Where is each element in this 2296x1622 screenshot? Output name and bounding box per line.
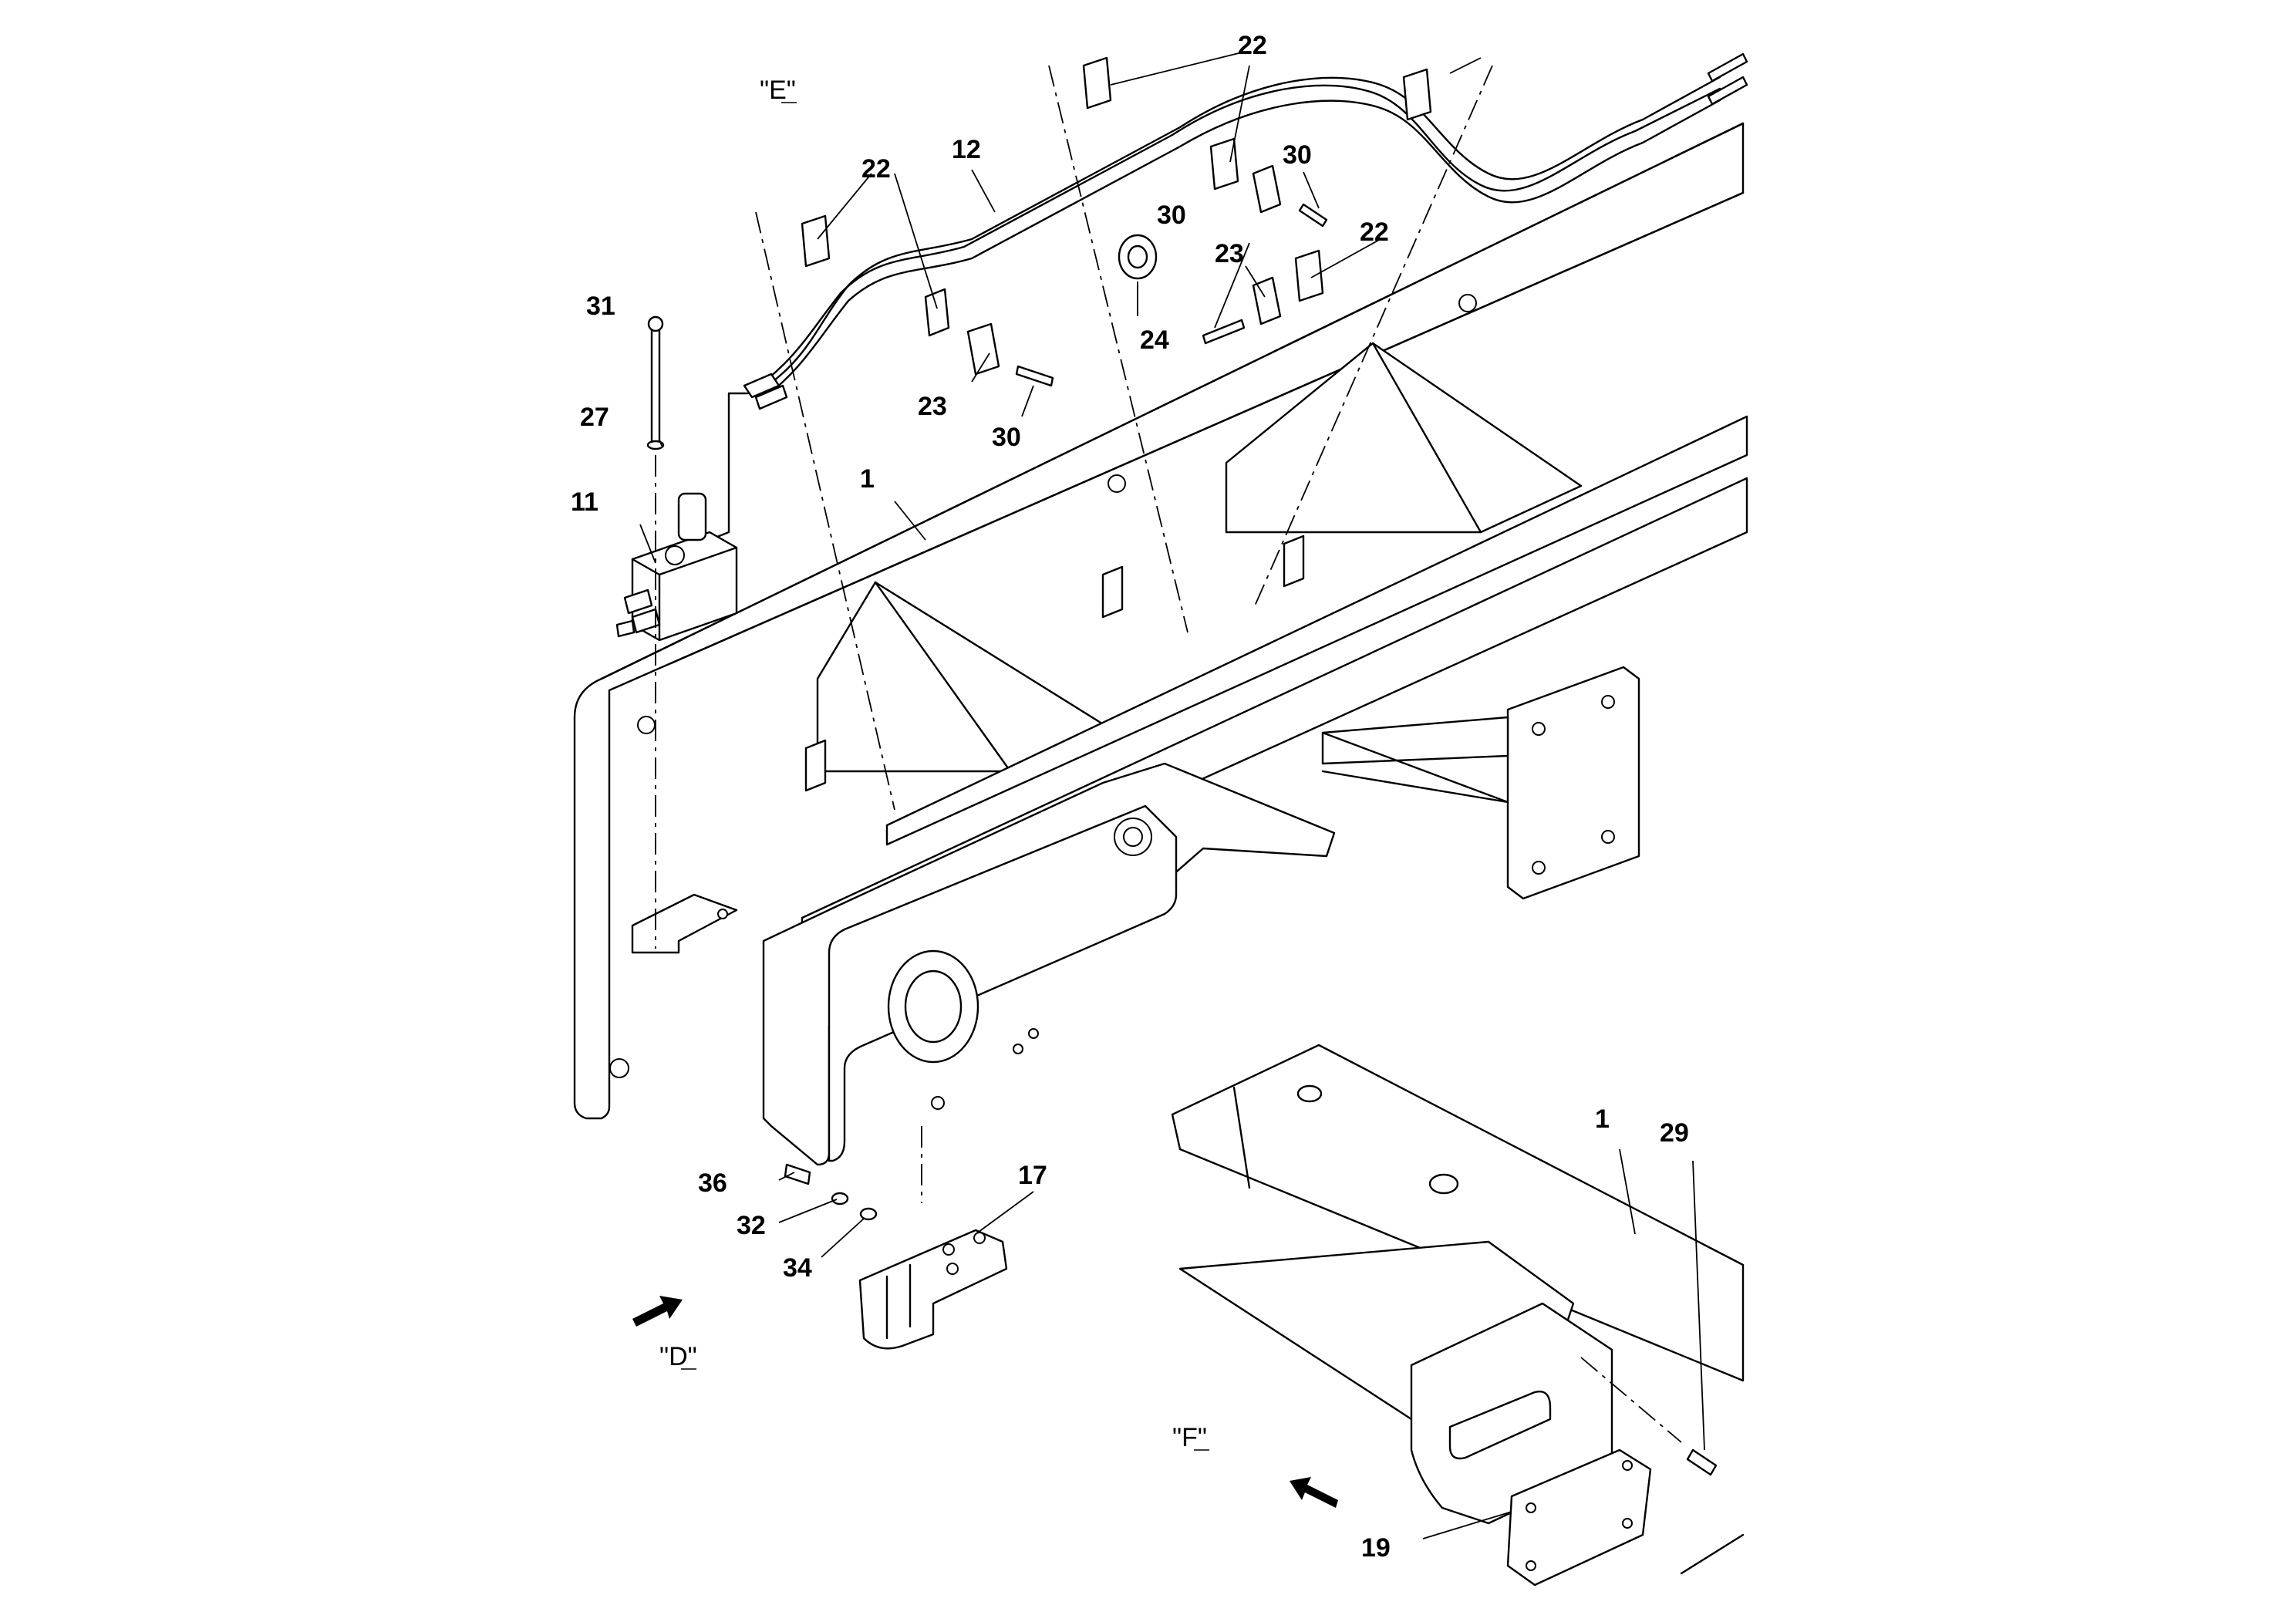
frame-front-bracket (828, 804, 1178, 1162)
callout-12: 12 (952, 135, 981, 164)
bracket-washer-1 (831, 1192, 849, 1206)
bracket (858, 1229, 1008, 1350)
detail-rail (1171, 1044, 1745, 1382)
callout-31: 31 (586, 292, 615, 321)
callout-17: 17 (1018, 1161, 1047, 1190)
bolt-1 (1015, 365, 1054, 387)
callout-32: 32 (737, 1211, 766, 1240)
callout-36: 36 (698, 1168, 727, 1198)
callout-29: 29 (1660, 1118, 1689, 1148)
hose-clamps (801, 56, 1432, 337)
callout-22: 22 (1360, 218, 1389, 247)
plate-2 (1252, 164, 1282, 214)
bracket-washer-2 (859, 1207, 878, 1221)
view-label-f: "F" (1172, 1423, 1207, 1452)
callout-30: 30 (1157, 201, 1186, 230)
view-label-d: "D" (659, 1342, 697, 1371)
plate-1 (966, 322, 1000, 376)
centerlines (655, 65, 1682, 1443)
gusset-left (816, 581, 1112, 773)
view-direction-arrow-icon (1290, 1477, 1338, 1508)
valve-bolt (650, 326, 661, 449)
mounting-pad (1506, 666, 1640, 900)
clamp-5 (1402, 68, 1432, 121)
view-direction-arrow-icon (632, 1296, 683, 1327)
frame-side-plate (573, 122, 1745, 1120)
callout-23: 23 (1215, 239, 1244, 268)
clamp-2 (924, 288, 950, 337)
plates-bolts (966, 164, 1328, 387)
callout-19: 19 (1361, 1533, 1391, 1563)
main-frame (573, 122, 1748, 1166)
bracket-assembly (784, 1163, 1008, 1350)
callout-11: 11 (571, 487, 598, 517)
hydraulic-lines (708, 52, 1748, 541)
clamp-4 (1209, 137, 1239, 191)
frame-longitudinal-rail (885, 415, 1748, 846)
hose-fitting-mid (1707, 76, 1748, 106)
detail-view-f (1171, 1044, 1745, 1587)
bolt-2 (1298, 203, 1328, 228)
frame-clip-2 (1101, 565, 1124, 619)
hose-fitting-top (1707, 52, 1748, 83)
leader-lines (639, 52, 1705, 1539)
valve-assembly (615, 315, 738, 642)
callout-1: 1 (860, 464, 875, 494)
part-callouts: 22 22 22 12 30 30 30 23 23 24 31 27 11 1… (571, 31, 1689, 1563)
clamp-1 (801, 214, 831, 268)
detail-bolt (1686, 1448, 1718, 1476)
callout-22: 22 (1238, 31, 1267, 60)
view-label-e: "E" (760, 76, 796, 105)
frame-clip-3 (1283, 534, 1305, 588)
clamp-6 (1294, 249, 1324, 302)
detail-cover-plate (1506, 1448, 1652, 1587)
frame-clip-1 (804, 739, 827, 792)
callout-34: 34 (783, 1253, 812, 1283)
frame-bottom-lug (631, 893, 738, 954)
callout-30: 30 (1283, 140, 1312, 170)
callout-24: 24 (1140, 325, 1169, 355)
callout-1: 1 (1595, 1104, 1610, 1134)
bolt-3 (1202, 319, 1246, 345)
bracket-bolt (784, 1163, 811, 1185)
callout-23: 23 (918, 392, 947, 421)
callout-22: 22 (861, 154, 891, 184)
gusset-right (1225, 342, 1583, 534)
callout-30: 30 (992, 423, 1021, 452)
callout-27: 27 (580, 403, 609, 432)
clamp-3 (1082, 56, 1112, 110)
valve-washer (646, 440, 665, 450)
